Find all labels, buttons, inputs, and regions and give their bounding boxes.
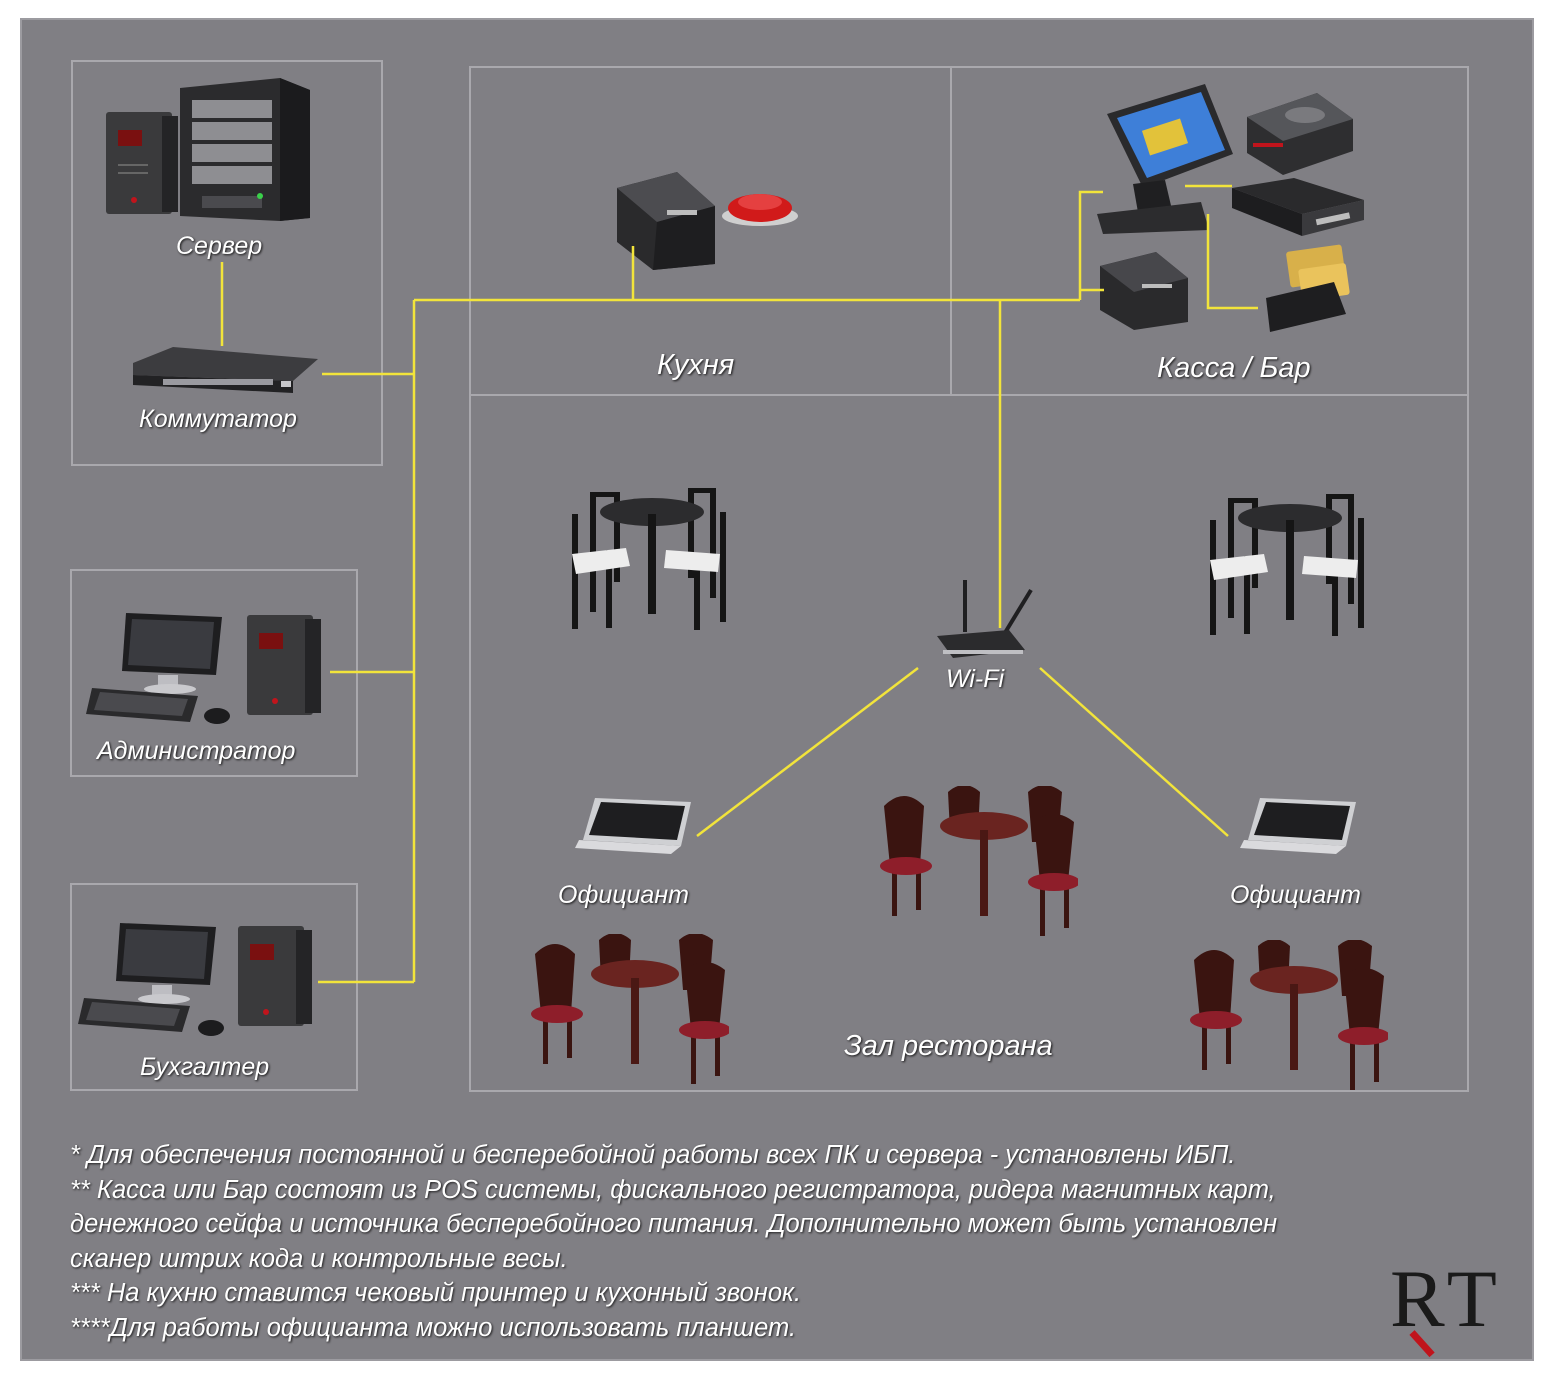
admin-label: Администратор — [97, 737, 296, 765]
monitor-icon — [116, 923, 216, 1004]
footnote-line: денежного сейфа и источника бесперебойно… — [70, 1210, 1278, 1238]
pos-to-cardreader-wire — [1206, 214, 1258, 310]
logo-letter-t: T — [1446, 1253, 1499, 1344]
ups-icon — [1247, 93, 1353, 175]
mouse-icon — [198, 1020, 224, 1036]
ups-icon — [247, 615, 321, 715]
wifi-label: Wi-Fi — [946, 665, 1005, 693]
logo-letter-r: R — [1390, 1253, 1447, 1344]
footnote-line: *** На кухню ставится чековый принтер и … — [70, 1279, 802, 1307]
network-switch-icon — [133, 347, 318, 393]
server-room-frame — [71, 60, 383, 466]
table-set-icon — [1210, 494, 1364, 636]
waiter-right-label: Официант — [1230, 881, 1361, 909]
pos-terminal-icon — [1097, 84, 1233, 234]
ups-icon — [106, 112, 178, 214]
footnote-line: ** Касса или Бар состоят из POS системы,… — [70, 1175, 1276, 1204]
server-label: Сервер — [176, 232, 263, 260]
footnote-line: сканер штрих кода и контрольные весы. — [70, 1244, 568, 1273]
table-set-icon — [880, 786, 1078, 936]
table-set-icon — [572, 488, 726, 630]
cashbar-wire — [1078, 190, 1103, 300]
kitchen-label: Кухня — [657, 349, 735, 381]
footnote-line: ****Для работы официанта можно использов… — [70, 1313, 797, 1342]
tablet-icon — [575, 798, 691, 854]
ups-icon — [238, 926, 312, 1026]
receipt-printer-icon — [1100, 252, 1188, 330]
footnotes: * Для обеспечения постоянной и бесперебо… — [70, 1138, 1277, 1345]
keyboard-icon — [86, 688, 198, 722]
card-reader-icon — [1266, 244, 1350, 332]
accountant-frame — [70, 883, 358, 1091]
hall-frame — [469, 394, 1469, 1092]
waiter-left-label: Официант — [558, 881, 689, 909]
tablet-icon — [1240, 798, 1356, 854]
wifi-to-tablet-right-wire — [1039, 667, 1229, 837]
wifi-router-icon — [937, 580, 1033, 658]
mouse-icon — [204, 708, 230, 724]
receipt-printer-icon — [617, 172, 715, 270]
server-icon — [180, 78, 310, 221]
accountant-label: Бухгалтер — [140, 1053, 270, 1081]
keyboard-icon — [78, 998, 190, 1032]
monitor-icon — [122, 613, 222, 694]
table-set-icon — [1190, 940, 1388, 1090]
cash-drawer-icon — [1232, 178, 1364, 236]
switch-label: Коммутатор — [139, 405, 297, 433]
kitchen-bell-icon — [722, 194, 798, 226]
table-set-icon — [531, 934, 729, 1084]
cashbar-label: Касса / Бар — [1157, 352, 1311, 384]
wifi-to-tablet-left-wire — [696, 667, 919, 837]
footnote-line: * Для обеспечения постоянной и бесперебо… — [70, 1141, 1236, 1169]
hall-label: Зал ресторана — [844, 1030, 1053, 1062]
rt-logo: RT — [1390, 1258, 1499, 1340]
